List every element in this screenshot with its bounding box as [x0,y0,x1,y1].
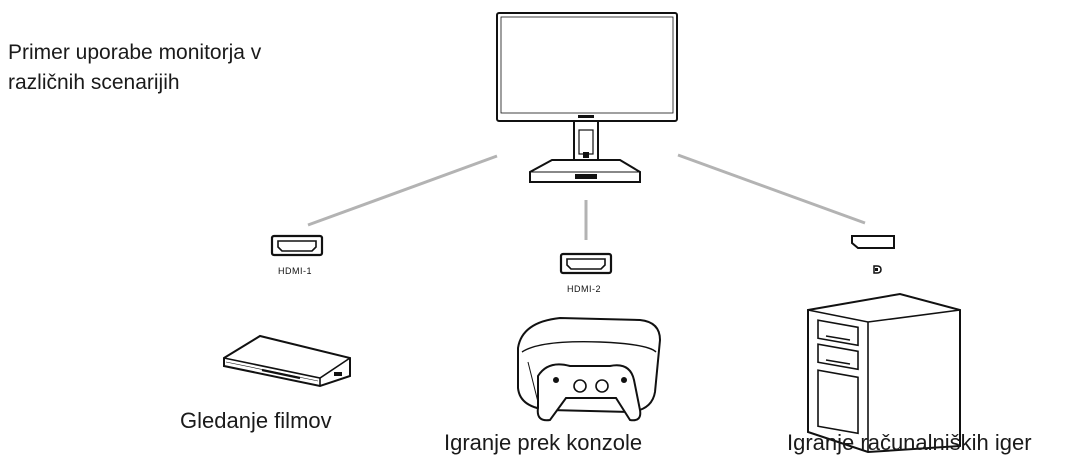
caption-console: Igranje prek konzole [444,430,643,455]
media-player-icon [223,334,351,388]
pc-tower-icon [807,292,961,454]
connector-line-left [307,154,498,227]
game-console-icon [517,316,662,422]
hdmi-2-port-icon [559,252,613,275]
monitor-icon [496,12,678,183]
caption-movies: Gledanje filmov [180,408,332,433]
hdmi-2-port-label: HDMI-2 [567,284,601,294]
title-line-1: Primer uporabe monitorja v [8,41,262,64]
hdmi-1-port-label: HDMI-1 [278,266,312,276]
caption-pc: Igranje računalniških iger [787,430,1032,455]
hdmi-1-port-icon [270,234,324,257]
connector-line-right [677,153,866,225]
diagram-title: Primer uporabe monitorja v različnih sce… [8,38,261,98]
displayport-port-icon [851,235,895,274]
title-line-2: različnih scenarijih [8,71,180,94]
